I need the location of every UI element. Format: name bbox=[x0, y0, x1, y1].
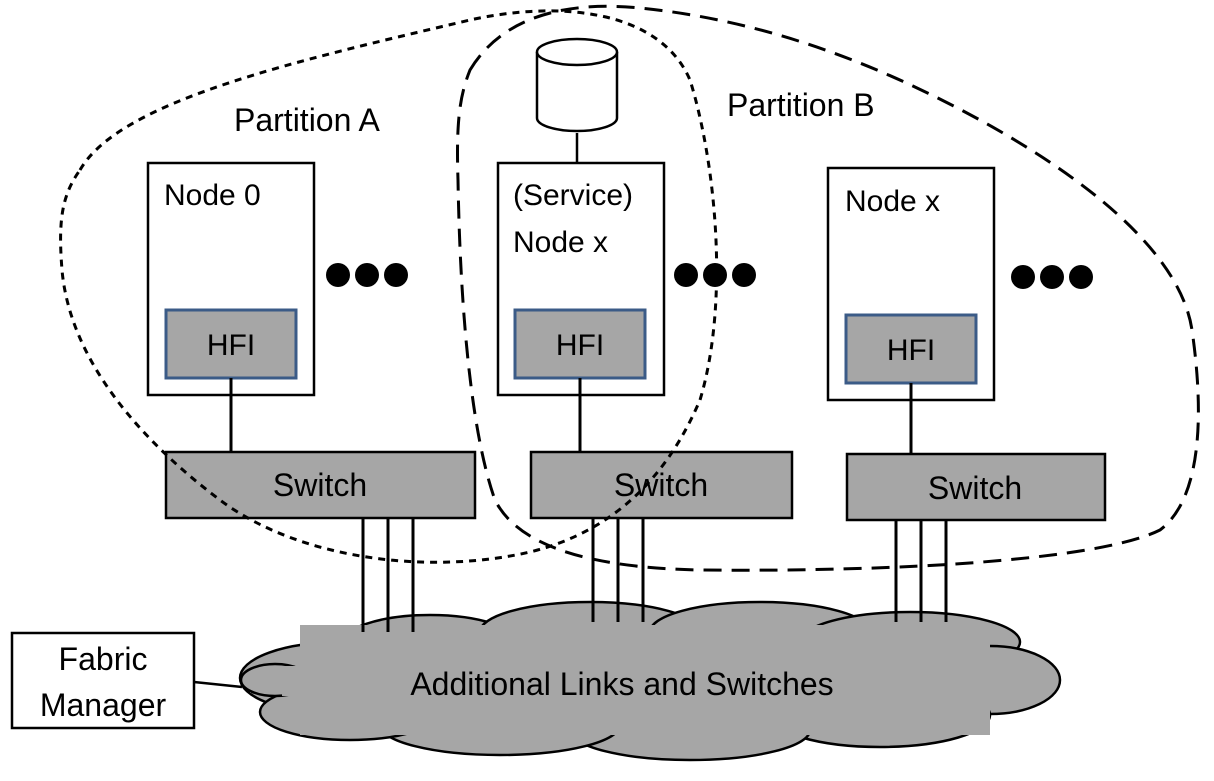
node-label: Node 0 bbox=[164, 179, 261, 212]
fabric-cloud: Additional Links and Switches bbox=[238, 600, 1062, 762]
fabric-manager-link bbox=[193, 680, 243, 689]
node-x: Node x HFI bbox=[826, 166, 996, 402]
partition-a-boundary bbox=[59, 9, 719, 564]
switch-b: Switch bbox=[845, 452, 1107, 522]
node-0: Node 0 HFI bbox=[146, 161, 316, 397]
partition-a-label: Partition A bbox=[234, 102, 381, 138]
hfi-label: HFI bbox=[887, 334, 935, 367]
fabric-manager-label-line2: Manager bbox=[40, 687, 167, 723]
node-label: Node x bbox=[845, 185, 940, 218]
switch-label: Switch bbox=[273, 467, 367, 503]
partition-b-boundary bbox=[456, 4, 1200, 572]
switch-a: Switch bbox=[164, 450, 477, 520]
hfi: HFI bbox=[844, 313, 978, 385]
hfi-label: HFI bbox=[207, 329, 255, 362]
node-label-line2: Node x bbox=[513, 226, 608, 259]
node-service: (Service) Node x HFI bbox=[496, 37, 666, 397]
cloud-label: Additional Links and Switches bbox=[410, 666, 833, 702]
node-label-line1: (Service) bbox=[513, 179, 633, 212]
link-bundles bbox=[361, 518, 948, 632]
hfi: HFI bbox=[513, 308, 647, 380]
switch-label: Switch bbox=[928, 470, 1022, 506]
database-icon bbox=[535, 37, 619, 133]
more-nodes-dots bbox=[326, 263, 1093, 289]
switch-service: Switch bbox=[529, 450, 794, 520]
switch-label: Switch bbox=[614, 467, 708, 503]
hfi: HFI bbox=[164, 308, 298, 380]
fabric-manager-box: Fabric Manager bbox=[10, 631, 196, 730]
partition-b-label: Partition B bbox=[727, 87, 875, 123]
hfi-switch-links bbox=[229, 378, 913, 454]
hfi-label: HFI bbox=[556, 329, 604, 362]
fabric-manager-label-line1: Fabric bbox=[59, 641, 148, 677]
